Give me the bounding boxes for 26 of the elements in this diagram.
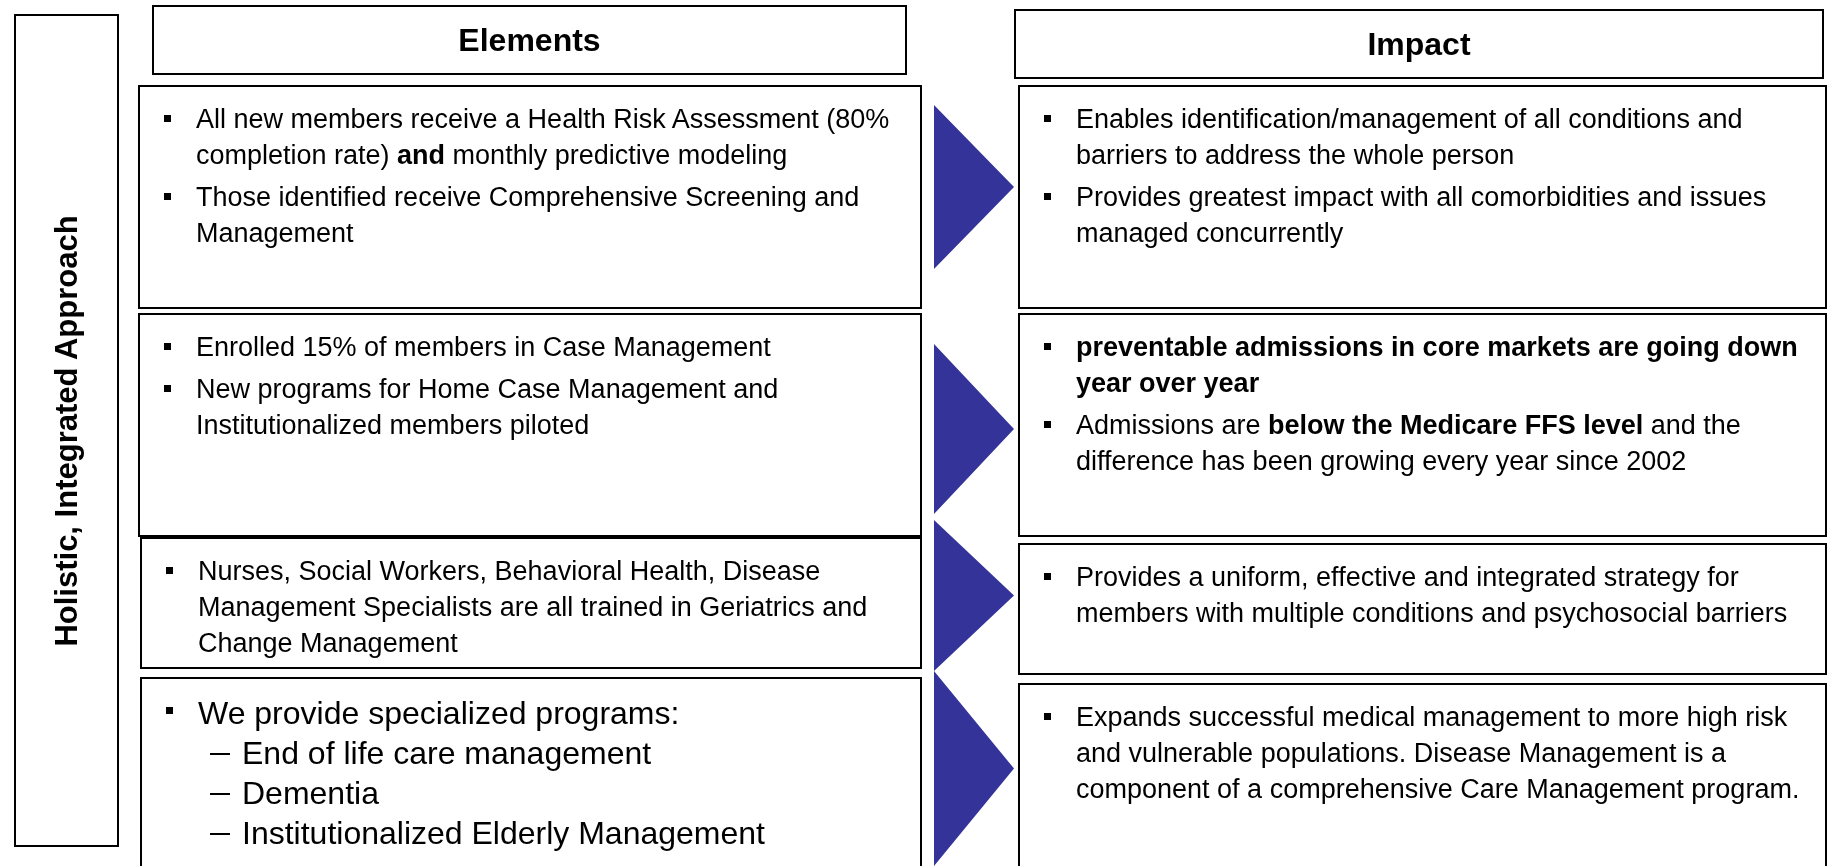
column-header: Elements [152,5,907,75]
bullet-item: Nurses, Social Workers, Behavioral Health, Disease Management Specialists are all trained in Geriatrics and Change Management [142,553,904,661]
list-item: Dementia [142,773,910,813]
bullet-item: We provide specialized programs: [142,693,910,733]
bullet-item: New programs for Home Case Management and Institutionalized members piloted [140,371,904,443]
column-header: Impact [1014,9,1824,79]
section-label-box [14,14,119,847]
text-panel [140,677,922,866]
bullet-item: Expands successful medical management to more high risk and vulnerable populations. Disease Management is a component of a comprehensive Care Management program. [1020,699,1809,807]
text-panel [1018,313,1827,537]
bullet-item: Enables identification/management of all conditions and barriers to address the whole person [1020,101,1809,173]
bullet-item: Provides a uniform, effective and integrated strategy for members with multiple conditions and psychosocial barriers [1020,559,1809,631]
section-label: Holistic, Integrated Approach [48,214,85,647]
bullet-item: All new members receive a Health Risk Assessment (80% completion rate) and monthly predictive modeling [140,101,904,173]
text-panel [140,537,922,669]
bullet-item: Enrolled 15% of members in Case Management [140,329,904,365]
bullet-item: Those identified receive Comprehensive Screening and Management [140,179,904,251]
list-item: End of life care management [142,733,910,773]
text-panel [1018,85,1827,309]
bullet-item: Provides greatest impact with all comorbidities and issues managed concurrently [1020,179,1809,251]
text-panel [1018,543,1827,675]
text-panel [1018,683,1827,866]
text-panel [138,313,922,537]
bullet-item: Admissions are below the Medicare FFS level and the difference has been growing every year since 2002 [1020,407,1809,479]
text-panel [138,85,922,309]
list-item: Institutionalized Elderly Management [142,813,910,853]
